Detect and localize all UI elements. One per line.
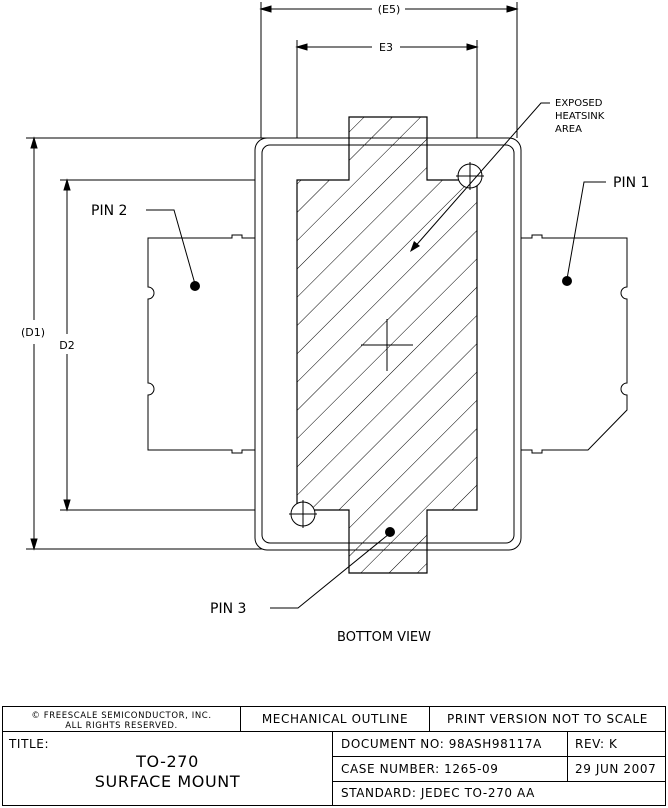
pin-2-label: PIN 2 — [91, 203, 127, 219]
dimension-e3-label: E3 — [379, 41, 393, 54]
title-line-2: SURFACE MOUNT — [94, 772, 241, 791]
dimension-e5-label: (E5) — [378, 3, 401, 16]
dimension-d1-label: (D1) — [21, 326, 45, 339]
title-label: TITLE: — [9, 737, 50, 751]
case-number-text: CASE NUMBER: 1265-09 — [341, 762, 499, 776]
package-outline-drawing: (E5) E3 (D1) D2 — [21, 2, 649, 645]
copyright-cell: © FREESCALE SEMICONDUCTOR, INC. ALL RIGH… — [2, 706, 241, 732]
document-no-cell: DOCUMENT NO: 98ASH98117A — [332, 731, 568, 757]
heatsink-label-line-2: HEATSINK — [555, 111, 605, 122]
copyright-line-2: ALL RIGHTS RESERVED. — [65, 721, 178, 731]
title-block: © FREESCALE SEMICONDUCTOR, INC. ALL RIGH… — [2, 706, 666, 806]
title-cell: TITLE: TO-270 SURFACE MOUNT — [2, 731, 333, 806]
mechanical-outline-text: MECHANICAL OUTLINE — [261, 712, 409, 726]
rev-cell: REV: K — [567, 731, 666, 757]
case-number-cell: CASE NUMBER: 1265-09 — [332, 756, 568, 782]
copyright-line-1: © FREESCALE SEMICONDUCTOR, INC. — [31, 711, 212, 721]
print-note-cell: PRINT VERSION NOT TO SCALE — [429, 706, 666, 732]
pin-1-lead — [521, 234, 628, 454]
title-line-1: TO-270 — [136, 752, 199, 771]
heatsink-label-line-1: EXPOSED — [555, 98, 603, 109]
center-cross-mark — [361, 319, 413, 371]
pin-1-label: PIN 1 — [613, 175, 649, 191]
heatsink-label-line-3: AREA — [555, 124, 582, 135]
standard-cell: STANDARD: JEDEC TO-270 AA — [332, 781, 666, 806]
dimension-d2-label: D2 — [59, 339, 74, 352]
pin-1-dot — [562, 276, 572, 286]
outline-cell: MECHANICAL OUTLINE — [240, 706, 430, 732]
reference-circle-top-right — [456, 162, 484, 190]
rev-text: REV: K — [575, 737, 618, 751]
pin-3-label: PIN 3 — [210, 601, 246, 617]
dimension-e5 — [259, 2, 519, 138]
pin-2-lead — [147, 234, 255, 454]
print-note-text: PRINT VERSION NOT TO SCALE — [447, 712, 648, 726]
heatsink-arrowhead — [410, 241, 420, 252]
pin-2-dot — [190, 281, 200, 291]
reference-circle-bottom-left — [289, 500, 317, 528]
date-cell: 29 JUN 2007 — [567, 756, 666, 782]
standard-text: STANDARD: JEDEC TO-270 AA — [341, 786, 535, 800]
document-no-text: DOCUMENT NO: 98ASH98117A — [341, 737, 542, 751]
leader-lines — [146, 102, 606, 609]
pin-3-dot — [385, 527, 395, 537]
date-text: 29 JUN 2007 — [575, 762, 657, 776]
view-caption: BOTTOM VIEW — [337, 630, 431, 645]
dimension-d1 — [26, 136, 268, 551]
